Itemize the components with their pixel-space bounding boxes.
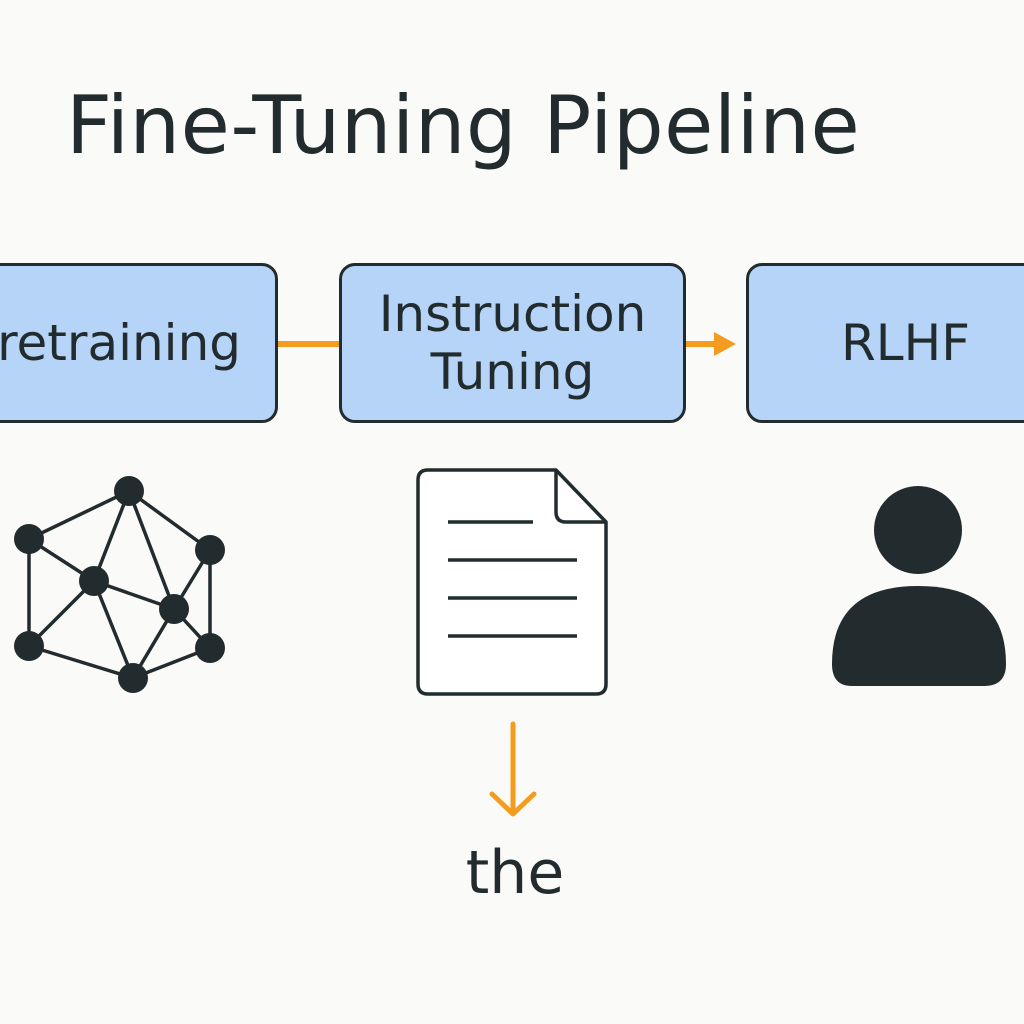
network-graph-icon: [27, 489, 212, 680]
document-icon: [416, 468, 608, 696]
output-label: the: [465, 838, 565, 908]
stage-box-rlhf: RLHF: [746, 263, 1024, 423]
stage-label-rlhf: RLHF: [841, 314, 970, 372]
network-graph-nodes: [14, 476, 225, 693]
stage-label-instruction-tuning: Instruction Tuning: [378, 285, 647, 401]
stage-box-pretraining: retraining: [0, 263, 278, 423]
stage-label-pretraining: retraining: [0, 314, 241, 372]
connector-arrow-2: [686, 332, 736, 356]
page-title: Fine-Tuning Pipeline: [66, 79, 861, 172]
person-icon: [832, 486, 1006, 686]
down-arrow: [489, 721, 537, 817]
stage-box-instruction-tuning: Instruction Tuning: [339, 263, 686, 423]
